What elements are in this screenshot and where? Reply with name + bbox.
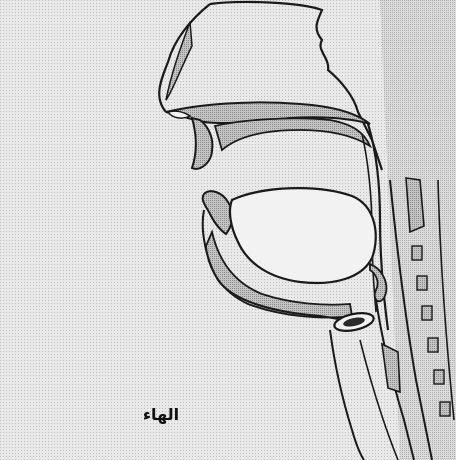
vertebra <box>422 306 432 320</box>
vertebra <box>434 370 444 384</box>
vertebra <box>428 338 438 352</box>
spine-wedge <box>406 178 424 232</box>
vertebra <box>412 246 422 260</box>
figure-caption: الهاء <box>126 402 196 428</box>
vertebra <box>440 402 450 416</box>
vertebra <box>417 276 427 290</box>
